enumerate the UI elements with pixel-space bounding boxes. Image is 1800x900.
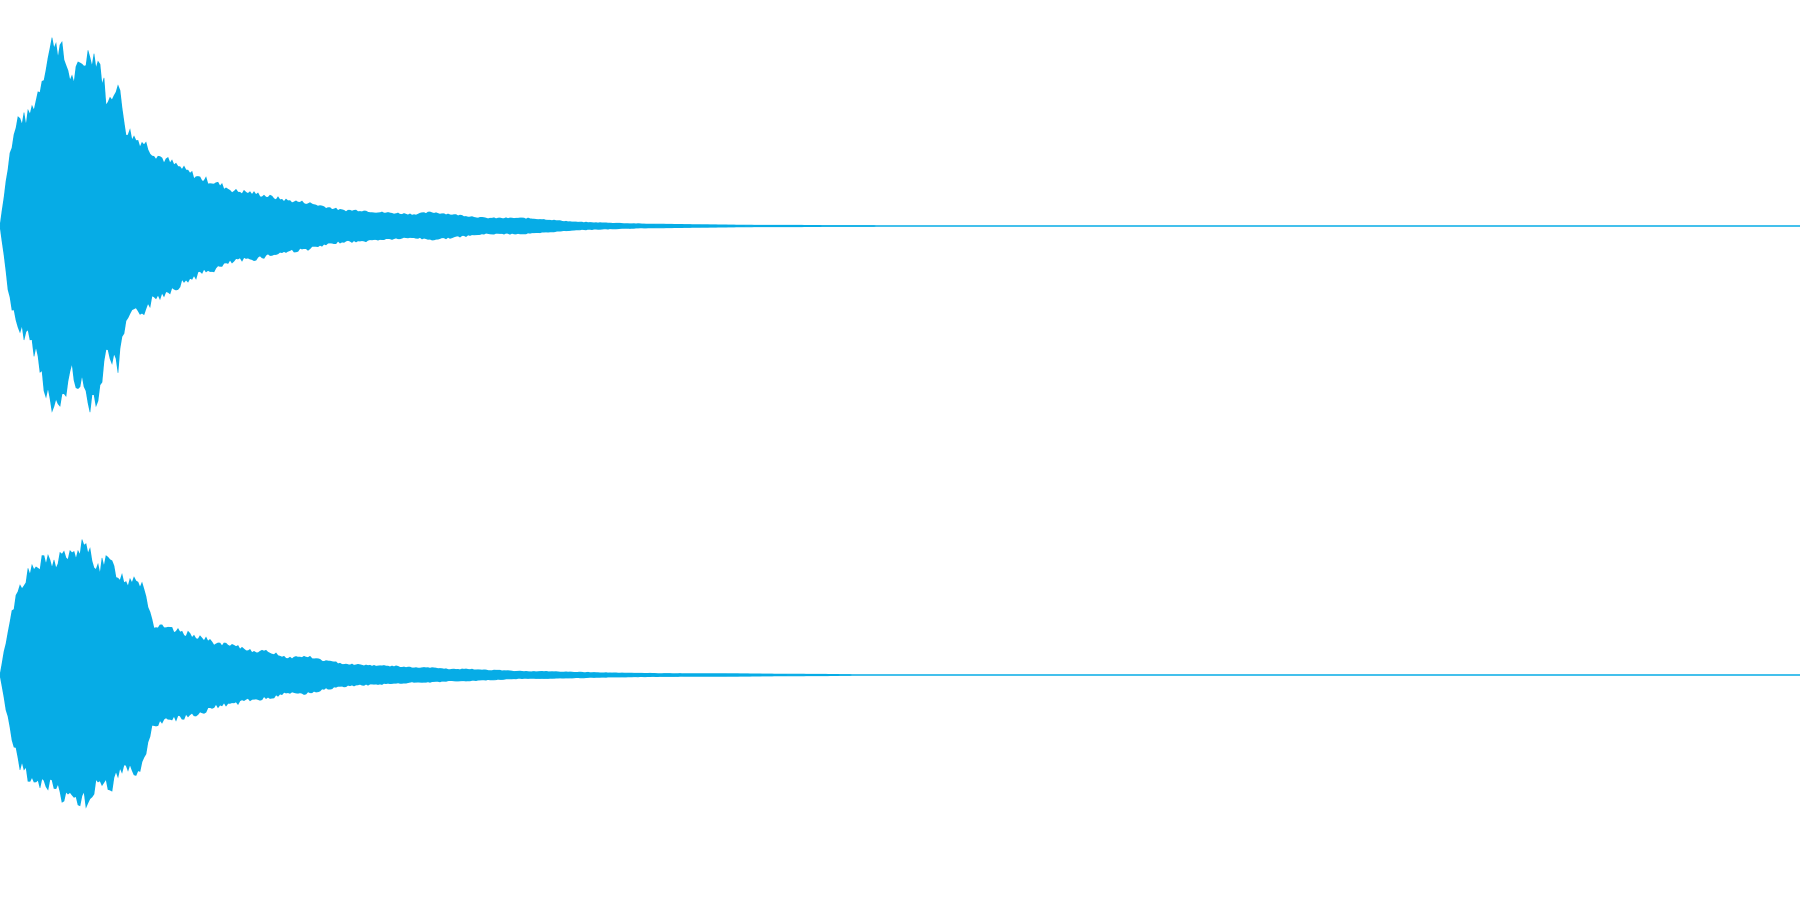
channel-1-waveform [0,37,1800,413]
channel-2-waveform [0,539,1800,809]
channel-1-track [0,37,1800,413]
channel-2-track [0,539,1800,809]
